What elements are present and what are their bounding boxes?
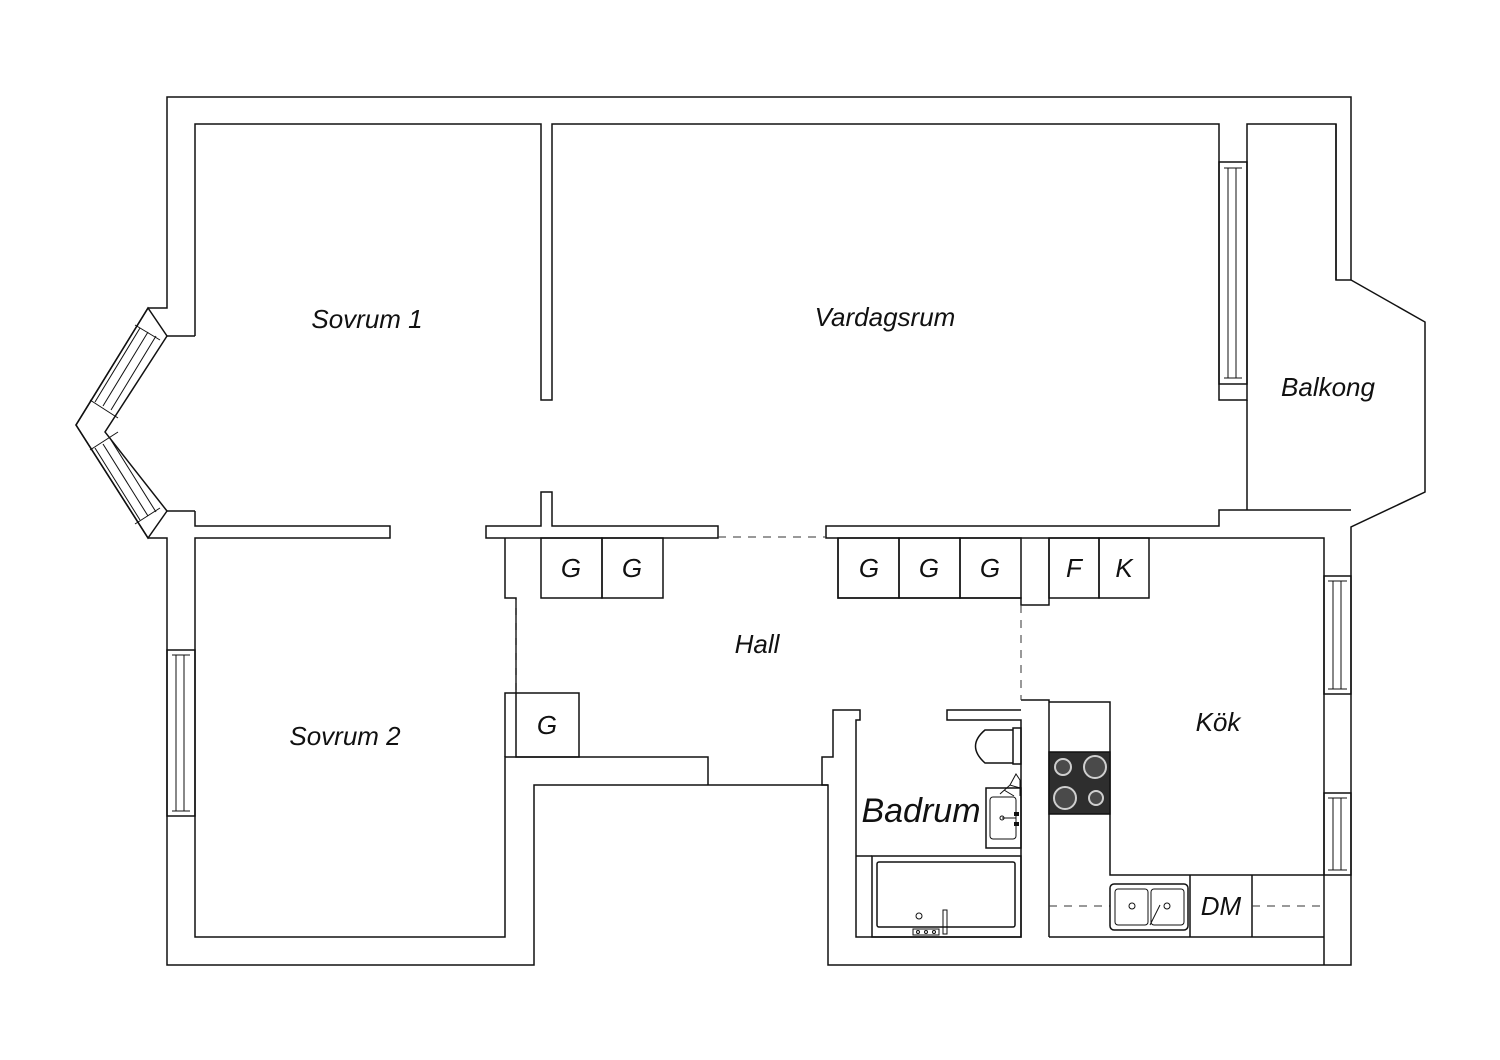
shower-head-icon	[999, 773, 1021, 797]
stove-icon	[1048, 751, 1111, 815]
room-label-hall: Hall	[735, 629, 781, 659]
sink-icon	[985, 787, 1022, 849]
balkong-walls	[825, 124, 1351, 965]
kitchen-sink-icon	[1109, 883, 1189, 931]
cabinet-label-g: G	[859, 553, 879, 583]
wardrobe-hall	[515, 692, 580, 758]
cabinet-label-g: G	[919, 553, 939, 583]
cabinet-label-g: G	[622, 553, 642, 583]
cabinet-label-f: F	[1066, 553, 1084, 583]
wardrobe-group-right	[837, 537, 1022, 599]
cabinet-label-dm: DM	[1201, 891, 1242, 921]
room-label-sovrum-2: Sovrum 2	[289, 721, 401, 751]
room-label-balkong: Balkong	[1281, 372, 1375, 402]
toilet-icon	[974, 727, 1022, 765]
cabinet-label-g: G	[561, 553, 581, 583]
fridge-cabinet	[1098, 537, 1150, 599]
vardagsrum-window	[1218, 161, 1248, 385]
cabinet-label-k: K	[1115, 553, 1134, 583]
sovrum-2-window	[166, 649, 196, 817]
kitchen-window-lower	[1323, 792, 1352, 876]
bathtub-icon	[871, 855, 1022, 938]
cabinet-label-g: G	[980, 553, 1000, 583]
room-label-vardagsrum: Vardagsrum	[815, 302, 956, 332]
kitchen-window-upper	[1323, 575, 1352, 695]
wardrobe-group-left	[540, 537, 664, 599]
outer-wall	[75, 96, 1426, 966]
room-label-kok: Kök	[1196, 707, 1243, 737]
kitchen-counter	[1049, 701, 1324, 938]
hall-walls	[485, 491, 719, 539]
room-label-badrum: Badrum	[861, 792, 980, 830]
room-label-sovrum-1: Sovrum 1	[311, 304, 422, 334]
sovrum-1-walls	[194, 123, 1220, 401]
cabinet-label-g: G	[537, 710, 557, 740]
bay-window	[75, 306, 195, 540]
